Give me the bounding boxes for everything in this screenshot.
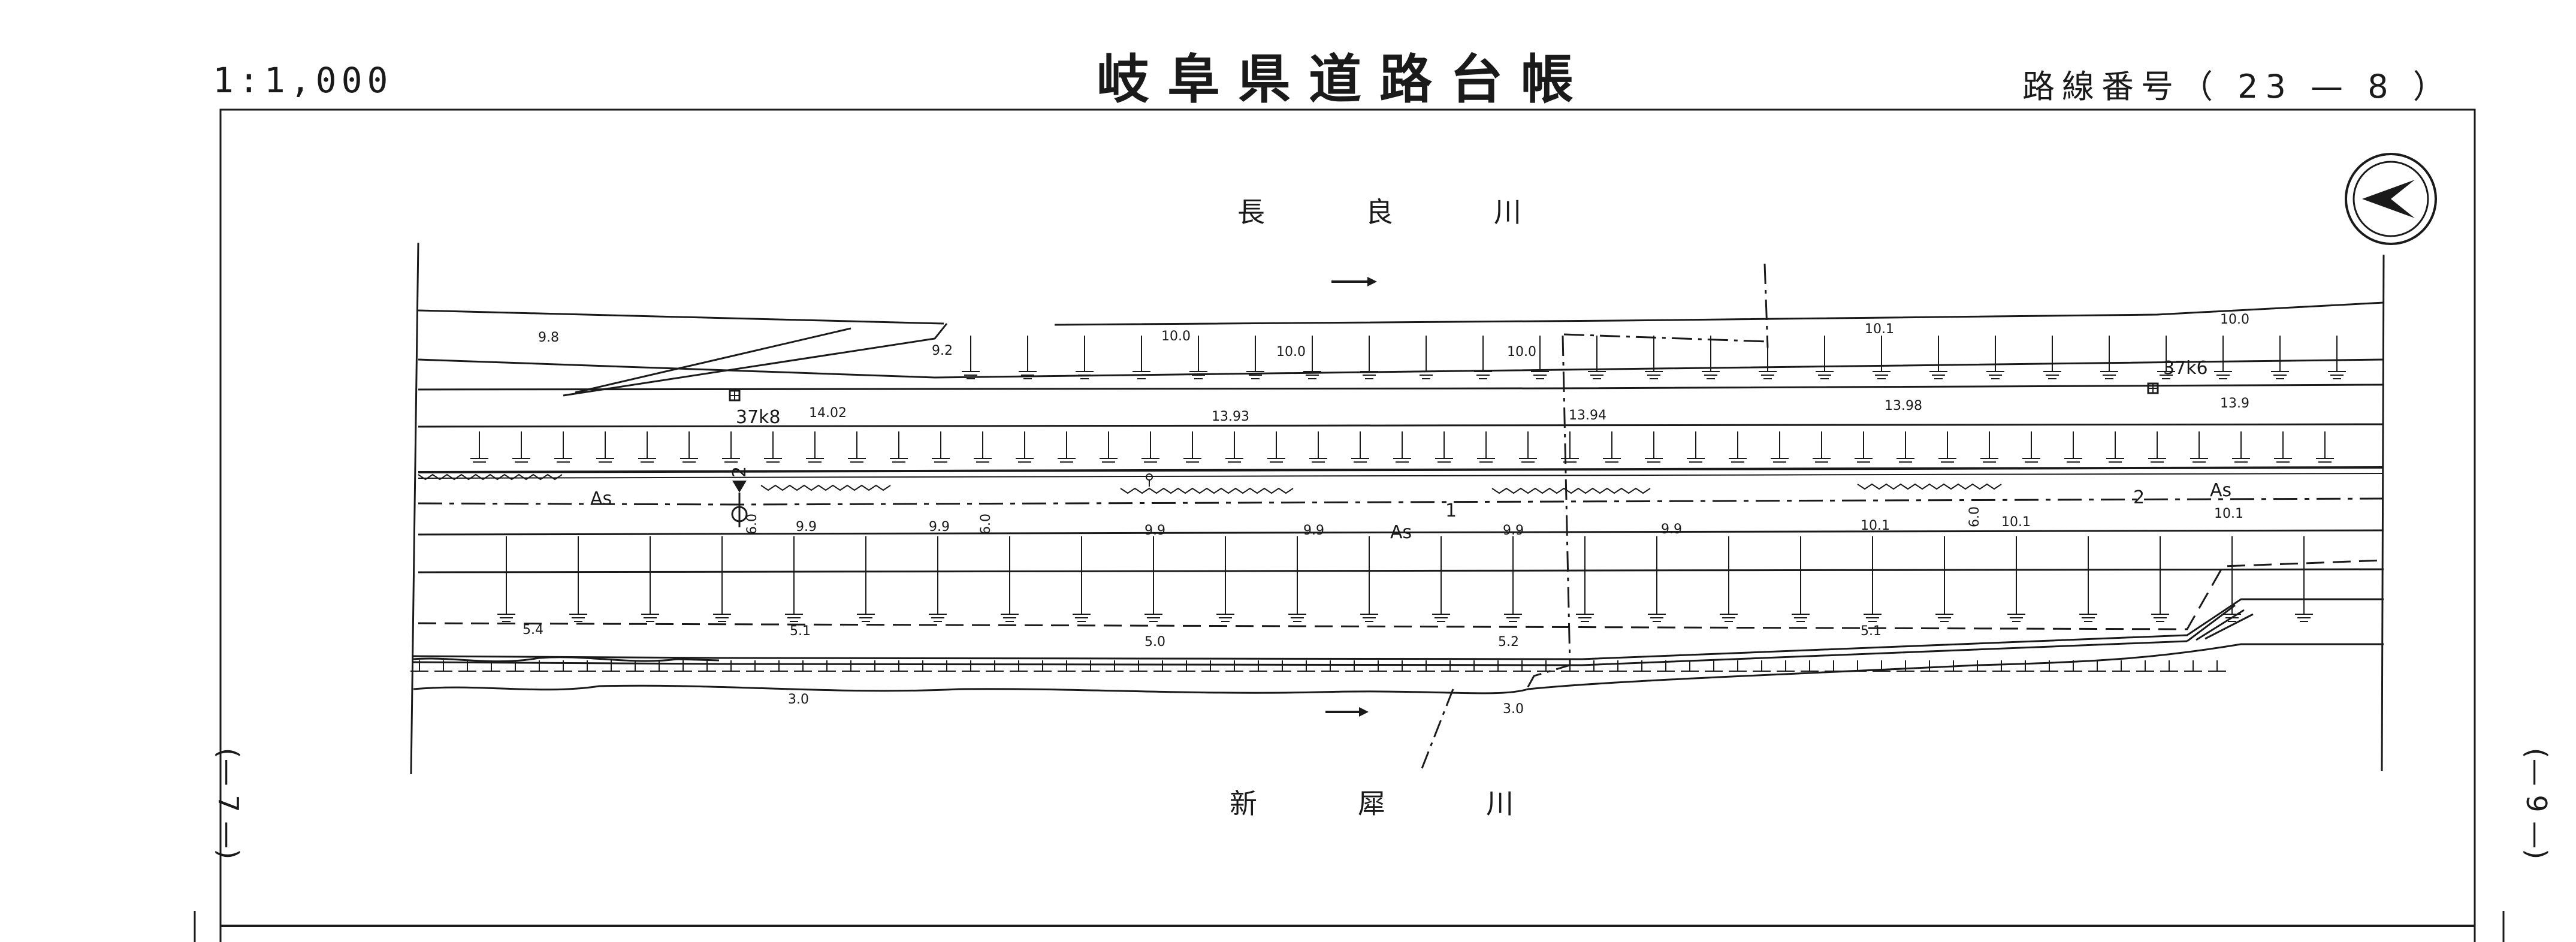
levee-elev: 10.0	[1507, 345, 1536, 360]
levee-top	[418, 301, 2384, 428]
toe-elev: 5.1	[1861, 624, 1882, 639]
levee-elev: 10.1	[1865, 322, 1894, 337]
edge-elev: 9.9	[1661, 522, 1682, 537]
slope-marks-river	[410, 660, 2226, 672]
river-name-top: 長良川	[1237, 196, 1622, 228]
page-title: 岐阜県道路台帳	[1097, 48, 1592, 110]
side-mark: 6.0	[745, 514, 760, 535]
as-label-left: As	[590, 488, 612, 509]
river-edge-elev: 3.0	[788, 692, 809, 707]
section-break-line	[1526, 263, 1769, 690]
km-label-37-8: 37k8	[736, 407, 781, 428]
scale-label: 1:1,000	[213, 60, 393, 101]
edge-elev: 9.9	[796, 520, 817, 535]
edge-elev: 9.9	[929, 520, 950, 535]
as-label-right: As	[2210, 480, 2231, 501]
side-mark: 6.0	[979, 514, 993, 535]
slope-marks-road-lower	[497, 536, 2313, 622]
side-mark: 6.0	[1967, 506, 1982, 527]
pavement-hatch	[418, 473, 2002, 494]
river-name-bottom: 新犀川	[1230, 787, 1614, 820]
road-carriageway	[418, 466, 2384, 630]
as-label-center: As	[1390, 522, 1412, 543]
flow-arrow-bottom	[1325, 707, 1369, 717]
edge-elev: 9.9	[1503, 523, 1524, 538]
map-left-edge	[410, 242, 419, 775]
levee-elev: 10.0	[2220, 312, 2249, 327]
slope-marks-road-upper	[470, 431, 2334, 463]
levee-elev: 9.8	[538, 330, 559, 345]
crown-elev: 13.94	[1569, 408, 1606, 423]
slope-marks-upper	[962, 336, 2346, 379]
levee-elev: 10.0	[1161, 329, 1191, 344]
toe-elev: 5.0	[1144, 635, 1165, 650]
levee-elev: 10.0	[1276, 345, 1306, 360]
route-number: 路線番号（ 23 — 8 ）	[2022, 68, 2453, 105]
km-label-37-6: 37k6	[2163, 358, 2208, 379]
map-right-edge	[2381, 254, 2385, 772]
crown-elev: 13.9	[2220, 396, 2249, 411]
crown-elev: 13.93	[1212, 409, 1249, 424]
crown-elev: 13.98	[1885, 398, 1922, 413]
edge-elev: 9.9	[1303, 523, 1324, 538]
survey-point-icon	[1146, 473, 1153, 487]
route-marker-icon	[731, 481, 748, 527]
levee-bottom	[413, 598, 2384, 695]
route-mark: 2	[729, 466, 750, 478]
toe-elev: 5.4	[523, 623, 543, 638]
km-post-37-8	[729, 390, 741, 401]
river-edge-elev: 3.0	[1503, 702, 1524, 717]
levee-elev: 9.2	[932, 343, 953, 358]
route-mark: 1	[1445, 500, 1457, 521]
edge-elev: 10.1	[2214, 506, 2243, 521]
flow-arrow-top	[1331, 277, 1377, 286]
edge-elev: 10.1	[1861, 518, 1890, 533]
north-arrow-icon	[2345, 153, 2437, 245]
km-post-37-6	[2147, 382, 2159, 394]
toe-elev: 5.1	[790, 624, 811, 639]
map-frame	[219, 108, 2476, 942]
edge-elev: 10.1	[2001, 515, 2031, 530]
toe-elev: 5.2	[1498, 635, 1519, 650]
crown-elev: 14.02	[809, 406, 847, 421]
edge-elev: 9.9	[1144, 523, 1165, 538]
section-break-line-lower	[1419, 689, 1454, 774]
route-mark: 2	[2133, 487, 2145, 508]
